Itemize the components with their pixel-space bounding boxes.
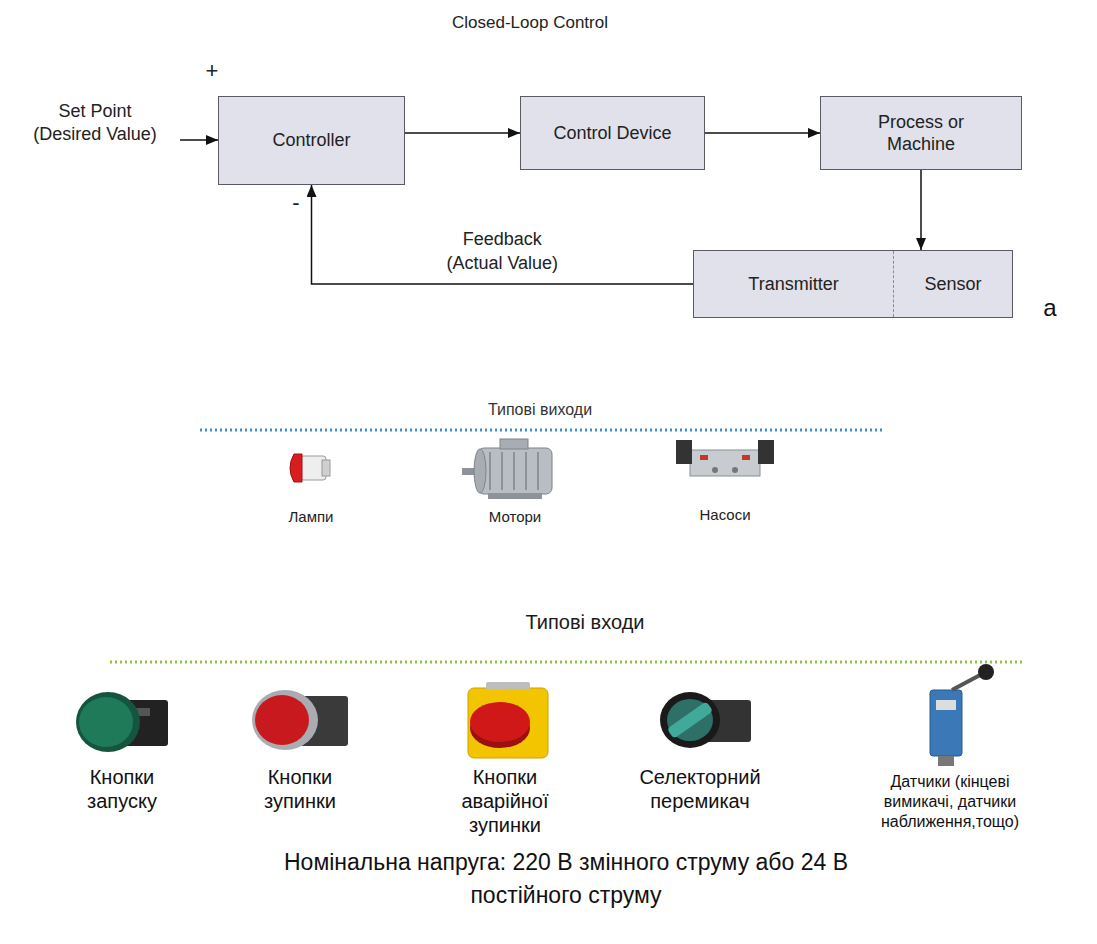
setpoint-label: Set Point (Desired Value) [29,100,161,147]
connector-arrow [312,185,694,284]
diagram-title: Closed-Loop Control [330,12,730,33]
transmitter-sensor-box: Transmitter Sensor [693,250,1013,318]
item-caption: Насоси [675,506,775,525]
node-cell: Controller [219,97,404,184]
outputs-divider [200,429,885,432]
item-caption: Датчики (кінцеві вимикачі, датчики набли… [860,772,1040,832]
limit-switch-icon [930,664,994,766]
node-cell: Transmitter [694,251,893,317]
section-heading: Типові виходи [390,400,690,420]
box-label: Process or Machine [861,111,981,156]
box-label: Sensor [924,273,981,296]
control-device-box: Control Device [520,96,705,170]
stop-button-icon [252,690,348,750]
node-cell: Control Device [521,97,704,169]
motor-icon [462,439,552,499]
lamp-icon [290,454,330,482]
figure-letter: a [1033,294,1067,323]
setpoint-arrow [180,139,218,141]
item-caption: Лампи [261,508,361,527]
box-label: Controller [272,129,350,152]
sign-minus: - [284,190,308,216]
item-caption: Селекторний перемикач [625,765,775,813]
inputs-divider [110,661,1025,664]
voltage-note: Номінальна напруга: 220 В змінного струм… [246,846,886,913]
section-heading: Типові входи [435,610,735,635]
node-cell: Sensor [893,251,1012,317]
connector-arrow [405,132,520,134]
controller-box: Controller [218,96,405,185]
box-label: Control Device [553,122,671,145]
box-label: Transmitter [748,273,838,296]
item-caption: Кнопки запуску [62,765,182,813]
connector-label: Feedback (Actual Value) [440,228,564,275]
start-button-icon [76,692,168,752]
process-box: Process or Machine [820,96,1022,170]
connector-arrow [705,132,820,134]
sign-plus: + [200,58,224,84]
selector-switch-icon [660,692,751,748]
pump-valve-icon [676,440,774,476]
item-caption: Кнопки аварійної зупинки [445,765,565,837]
node-cell: Process or Machine [821,97,1021,169]
emergency-stop-icon [468,682,548,758]
item-caption: Кнопки зупинки [240,765,360,813]
connector-arrow [920,170,922,250]
item-caption: Мотори [465,508,565,527]
